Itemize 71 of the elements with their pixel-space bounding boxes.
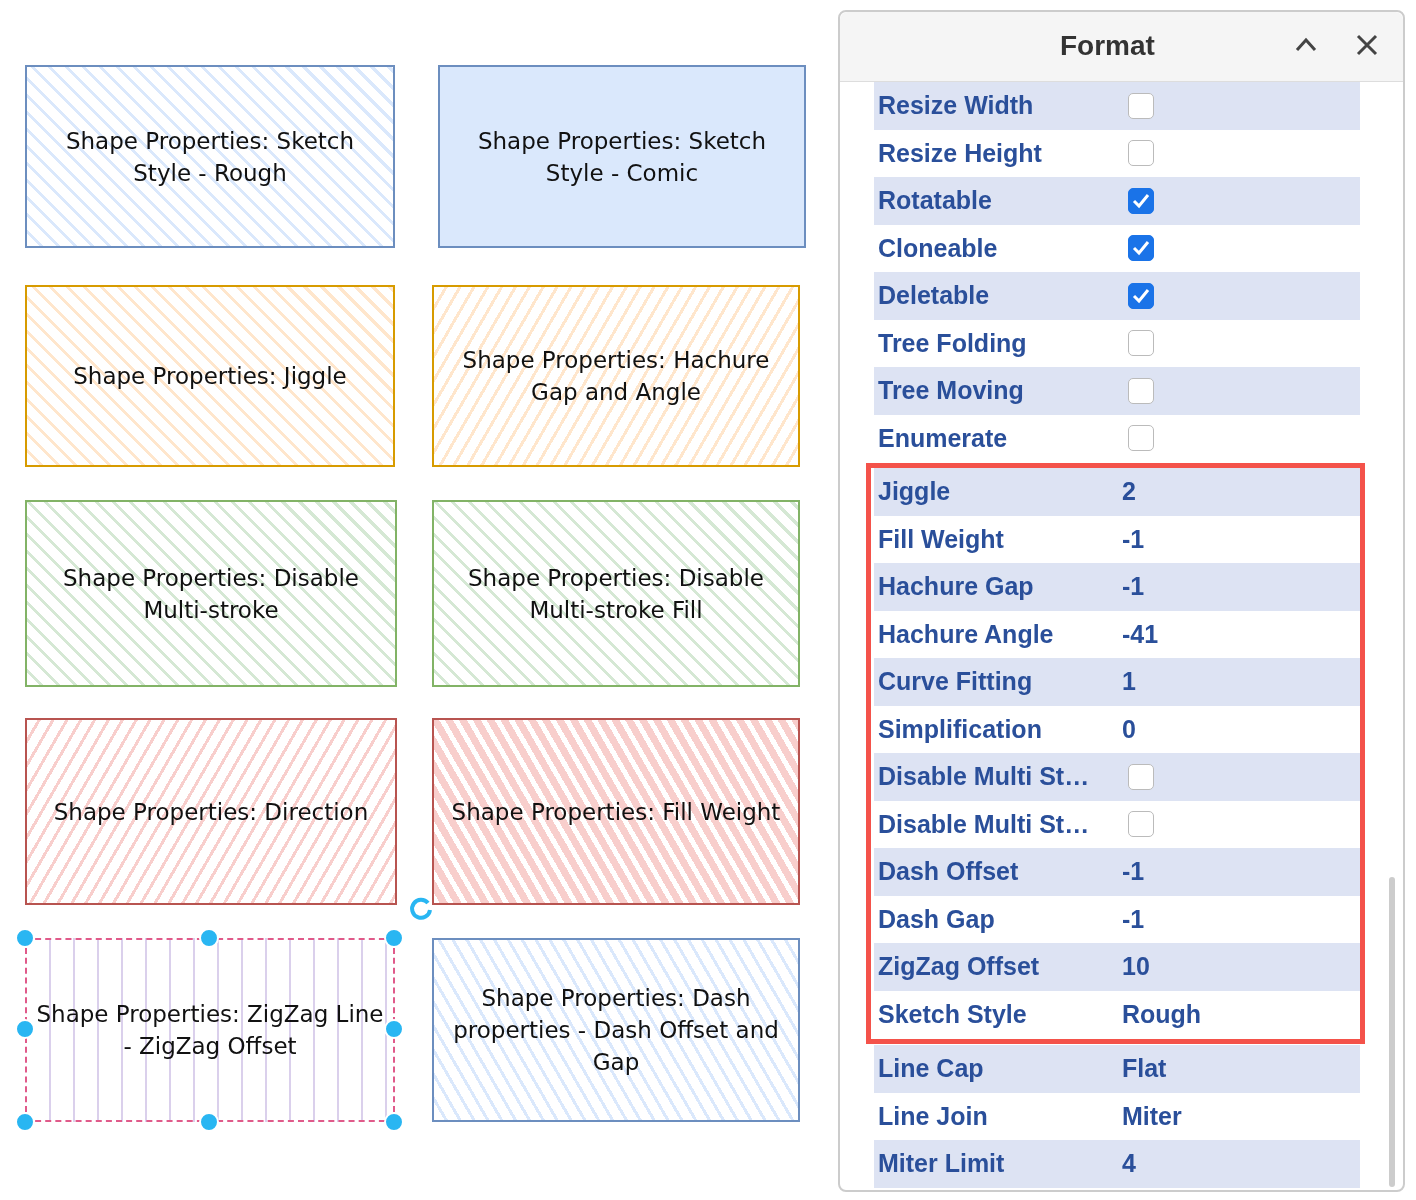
property-name: Tree Moving [878, 376, 1024, 406]
table-row [874, 82, 1360, 130]
sketch-shape [432, 938, 800, 1122]
property-name: Hachure Angle [878, 619, 1054, 649]
property-value: -41 [1122, 619, 1159, 649]
table-row [874, 943, 1360, 991]
property-name: Simplification [878, 714, 1042, 744]
property-value: 2 [1122, 477, 1136, 507]
table-row [874, 1045, 1360, 1093]
shape-label: Shape Properties: Disable Multi-stroke [62, 563, 360, 625]
sketch-shape [25, 500, 397, 687]
property-value: -1 [1122, 524, 1145, 554]
property-value: Flat [1122, 1054, 1167, 1084]
property-name: Curve Fitting [878, 667, 1033, 697]
table-row [874, 177, 1360, 225]
sketch-shape [432, 718, 800, 905]
property-value: -1 [1122, 904, 1145, 934]
property-name: Fill Weight [878, 524, 1004, 554]
shape-label: Shape Properties: Hachure Gap and Angle [461, 346, 771, 407]
property-value: Rough [1122, 999, 1202, 1029]
property-name: Disable Multi St… [878, 809, 1090, 839]
property-name: Miter Limit [878, 1149, 1005, 1179]
property-name: Disable Multi St… [878, 762, 1090, 792]
shape-label: Shape Properties: Direction [52, 797, 370, 827]
sketch-shape [432, 285, 800, 467]
table-row [874, 848, 1360, 896]
shape-label: Shape Properties: Sketch Style - Rough [64, 126, 356, 188]
property-name: Resize Width [878, 91, 1034, 121]
property-name: Line Join [878, 1101, 988, 1131]
shape-label: Shape Properties: ZigZag Line - ZigZag Offset [35, 1000, 385, 1061]
sketch-shape [432, 500, 800, 687]
table-row [874, 753, 1360, 801]
shape-label: Shape Properties: Disable Multi-stroke Fill [467, 563, 765, 625]
property-value: -1 [1122, 572, 1145, 602]
property-value: Miter [1122, 1101, 1182, 1131]
property-name: Line Cap [878, 1054, 984, 1084]
property-name: Deletable [878, 281, 990, 311]
table-row [874, 468, 1360, 516]
property-value: 10 [1122, 952, 1150, 982]
panel-title: Format [1060, 30, 1155, 62]
sketch-shape [25, 718, 397, 905]
property-value: 4 [1122, 1149, 1136, 1179]
shape-label: Shape Properties: Jiggle [72, 362, 348, 391]
sketch-shape [438, 65, 806, 248]
shape-label: Shape Properties: Dash properties - Dash Offset and Gap [452, 984, 780, 1077]
property-name: Rotatable [878, 186, 992, 216]
table-row [874, 658, 1360, 706]
table-row [874, 272, 1360, 320]
sketch-shape [25, 65, 395, 248]
property-name: Hachure Gap [878, 572, 1034, 602]
property-name: Enumerate [878, 423, 1008, 453]
property-name: Dash Offset [878, 857, 1019, 887]
sketch-shape [25, 938, 395, 1122]
shape-label: Shape Properties: Sketch Style - Comic [476, 126, 768, 188]
property-name: Sketch Style [878, 999, 1027, 1029]
property-name: Resize Height [878, 138, 1042, 168]
sketch-shape [25, 285, 395, 467]
property-value: -1 [1122, 857, 1145, 887]
property-name: Dash Gap [878, 904, 995, 934]
property-name: Cloneable [878, 233, 998, 263]
table-row [874, 367, 1360, 415]
property-value: 1 [1122, 667, 1136, 697]
highlight-frame [866, 463, 1365, 1044]
property-name: ZigZag Offset [878, 952, 1040, 982]
table-row [874, 563, 1360, 611]
property-name: Jiggle [878, 477, 951, 507]
format-panel [838, 10, 1405, 1192]
property-name: Tree Folding [878, 328, 1027, 358]
property-value: 0 [1122, 714, 1136, 744]
shape-label: Shape Properties: Fill Weight [450, 797, 782, 827]
table-row [874, 1140, 1360, 1188]
